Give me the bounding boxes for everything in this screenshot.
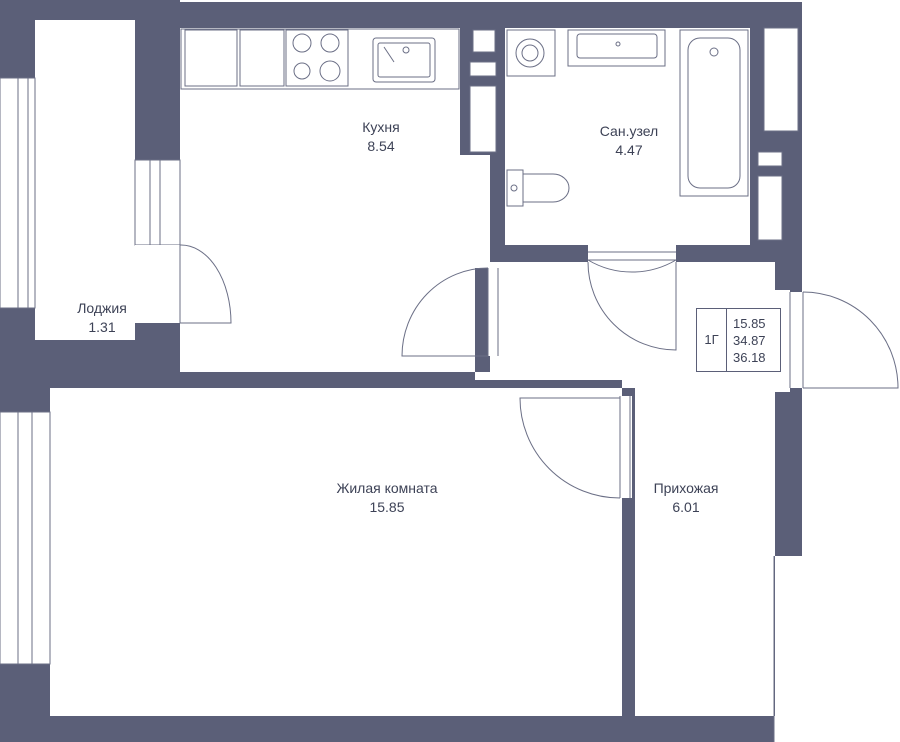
room-label-living: Жилая комната 15.85 — [317, 479, 457, 517]
room-name: Лоджия — [77, 300, 127, 316]
loggia-door — [135, 244, 232, 324]
room-area: 6.01 — [672, 499, 700, 515]
bathroom-fixtures — [506, 29, 749, 207]
apartment-summary: 1Г 15.85 34.87 36.18 — [696, 308, 781, 372]
room-area: 8.54 — [367, 138, 395, 154]
room-name: Кухня — [362, 119, 400, 135]
total-area: 34.87 — [733, 333, 766, 348]
walls — [0, 0, 802, 742]
room-name: Жилая комната — [336, 480, 438, 496]
apartment-type: 1Г — [697, 309, 727, 371]
kitchen-counter — [180, 28, 460, 90]
room-area: 4.47 — [615, 142, 643, 158]
room-name: Прихожая — [653, 480, 719, 496]
room-label-loggia: Лоджия 1.31 — [32, 299, 172, 337]
kitchen-door — [401, 267, 502, 357]
window-openings — [0, 27, 799, 665]
apartment-areas: 15.85 34.87 36.18 — [733, 315, 766, 366]
total-with-loggia: 36.18 — [733, 350, 766, 365]
room-label-hallway: Прихожая 6.01 — [616, 479, 756, 517]
living-area: 15.85 — [733, 316, 766, 331]
bathroom-door — [587, 245, 677, 351]
room-area: 1.31 — [88, 319, 116, 335]
room-name: Сан.узел — [599, 123, 659, 139]
room-area: 15.85 — [369, 499, 405, 515]
room-label-kitchen: Кухня 8.54 — [311, 118, 451, 156]
living-door — [519, 396, 632, 499]
room-label-bathroom: Сан.узел 4.47 — [559, 122, 699, 160]
entrance-door — [789, 291, 899, 389]
